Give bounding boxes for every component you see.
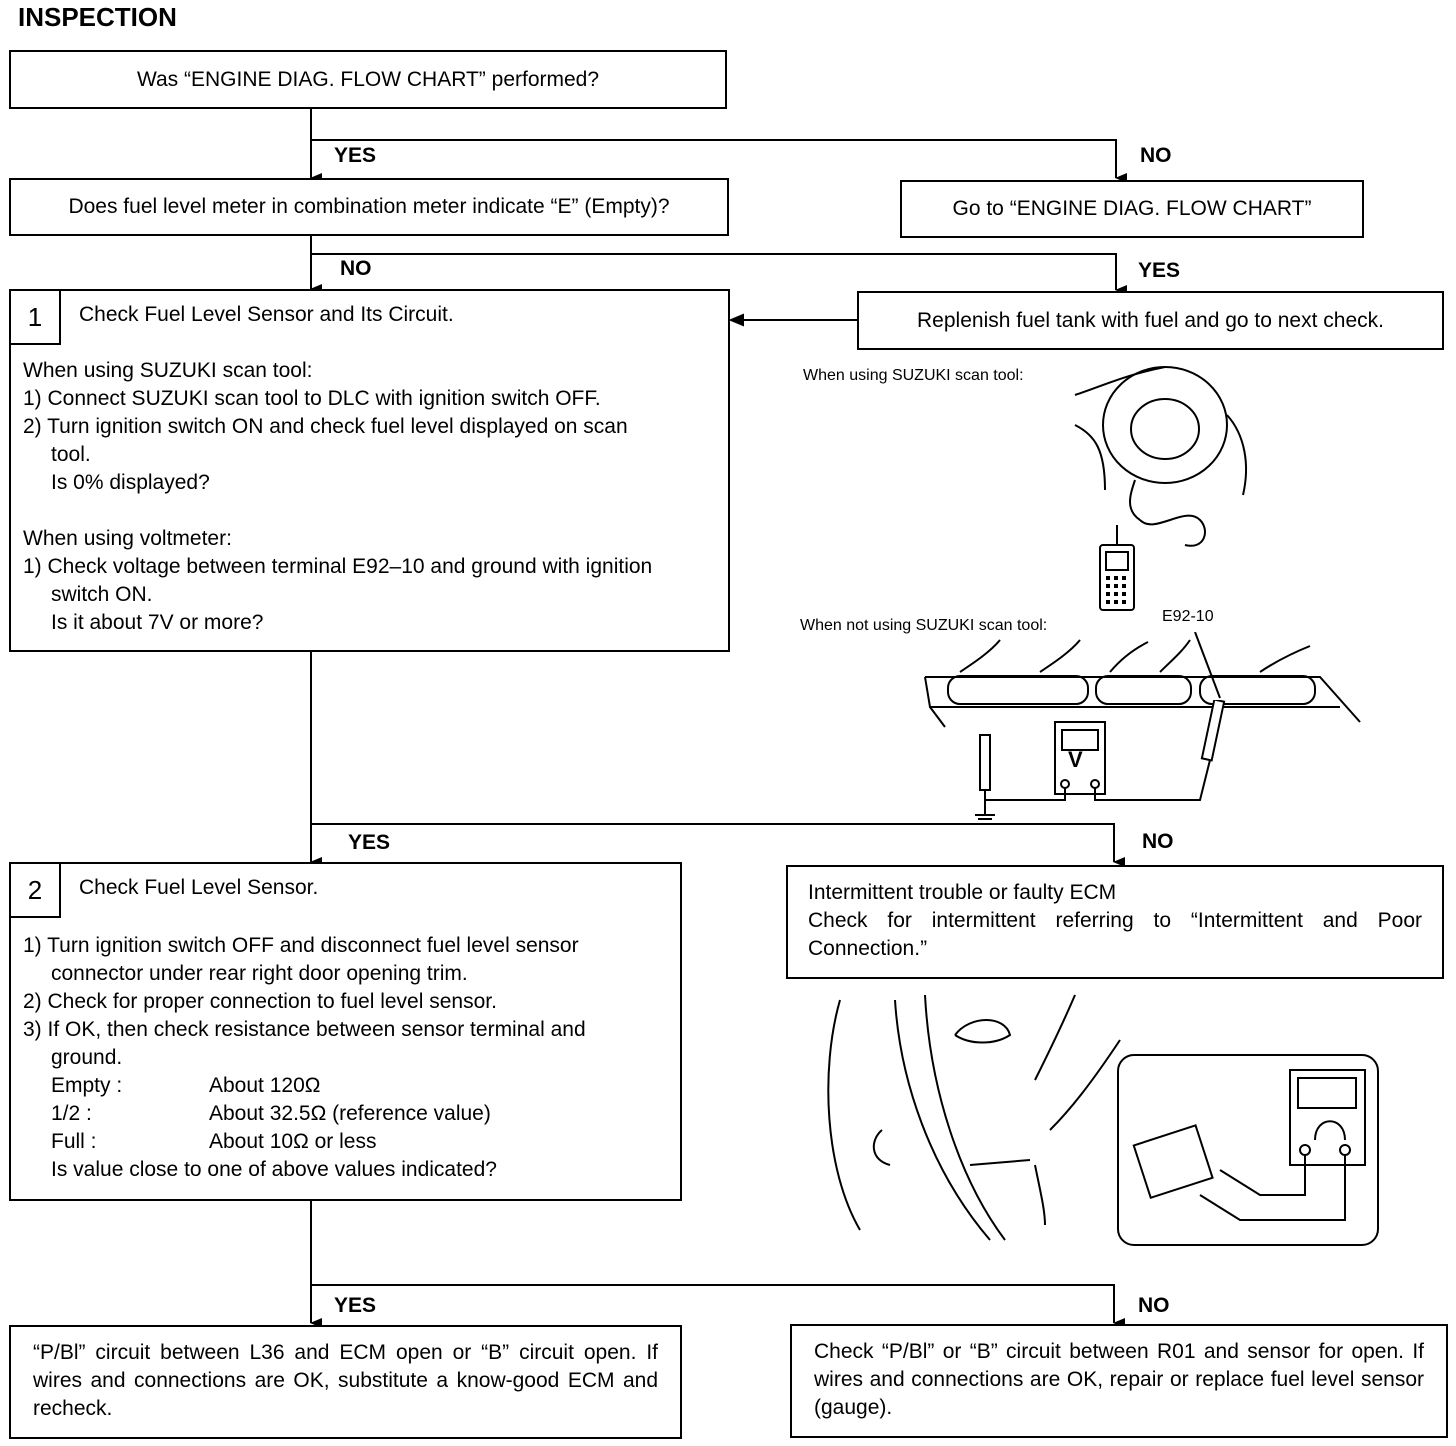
result-no-box: Check “P/Bl” or “B” circuit between R01 …: [790, 1324, 1448, 1438]
instruction-line: Is it about 7V or more?: [51, 611, 264, 634]
instruction-line: switch ON.: [51, 583, 153, 606]
resistance-value: About 120Ω: [209, 1074, 321, 1097]
yes-label: YES: [1138, 259, 1181, 282]
resistance-label: Empty :: [51, 1074, 123, 1097]
scan-tool-icon: [1099, 525, 1135, 611]
instruction-line: 2) Check for proper connection to fuel l…: [23, 990, 497, 1013]
intermittent-box: Intermittent trouble or faulty ECM Check…: [786, 865, 1444, 979]
step-2-instructions: 1) Turn ignition switch OFF and disconne…: [23, 932, 670, 1184]
replenish-box: Replenish fuel tank with fuel and go to …: [857, 291, 1444, 350]
step-2-box: 2 Check Fuel Level Sensor. 1) Turn ignit…: [9, 862, 682, 1201]
instruction-line: connector under rear right door opening …: [51, 962, 468, 985]
step-title: Check Fuel Level Sensor and Its Circuit.: [79, 303, 454, 326]
sensor-connector-illustration: [827, 994, 1379, 1246]
voltmeter-icon: [975, 700, 1226, 820]
question-text: Does fuel level meter in combination met…: [68, 195, 670, 218]
replenish-text: Replenish fuel tank with fuel and go to …: [917, 308, 1384, 332]
yes-label: YES: [348, 831, 391, 854]
question-box-fuel-meter: Does fuel level meter in combination met…: [9, 178, 729, 236]
yes-label: YES: [334, 1294, 377, 1317]
page-title: INSPECTION: [18, 2, 177, 32]
resistance-label: 1/2 :: [51, 1102, 92, 1125]
go-to-diag-text: Go to “ENGINE DIAG. FLOW CHART”: [952, 197, 1312, 220]
result-yes-text: “P/Bl” circuit between L36 and ECM open …: [33, 1341, 658, 1420]
instruction-line: 1) Turn ignition switch OFF and disconne…: [23, 934, 579, 957]
step-title: Check Fuel Level Sensor.: [79, 876, 319, 899]
instruction-line: 3) If OK, then check resistance between …: [23, 1018, 586, 1041]
instruction-line: 2) Turn ignition switch ON and check fue…: [23, 415, 628, 438]
resistance-label: Full :: [51, 1130, 97, 1153]
resistance-row: 1/2 : About 32.5Ω (reference value): [23, 1100, 670, 1128]
no-label: NO: [1140, 144, 1172, 167]
instruction-line: Is 0% displayed?: [51, 471, 210, 494]
go-to-diag-box: Go to “ENGINE DIAG. FLOW CHART”: [900, 180, 1364, 238]
resistance-row: Empty : About 120Ω: [23, 1072, 670, 1100]
resistance-value: About 10Ω or less: [209, 1130, 377, 1153]
no-scan-tool-caption: When not using SUZUKI scan tool:: [800, 617, 1048, 634]
intermittent-title: Intermittent trouble or faulty ECM: [808, 881, 1117, 904]
step-1-instructions: When using SUZUKI scan tool: 1) Connect …: [23, 357, 718, 637]
ecm-connector-illustration: [924, 632, 1361, 728]
resistance-row: Full : About 10Ω or less: [23, 1128, 670, 1156]
instruction-line: 1) Connect SUZUKI scan tool to DLC with …: [23, 387, 601, 410]
intermittent-text: Check for intermittent referring to “Int…: [808, 909, 1422, 960]
no-label: NO: [1138, 1294, 1170, 1317]
instruction-line: ground.: [51, 1046, 123, 1069]
instruction-line: 1) Check voltage between terminal E92–10…: [23, 555, 653, 578]
no-label: NO: [340, 257, 372, 280]
scan-tool-caption: When using SUZUKI scan tool:: [803, 367, 1024, 384]
yes-label: YES: [334, 144, 377, 167]
step-number: 2: [11, 864, 61, 918]
instruction-line: When using voltmeter:: [23, 527, 232, 550]
step-1-box: 1 Check Fuel Level Sensor and Its Circui…: [9, 289, 730, 652]
resistance-value: About 32.5Ω (reference value): [209, 1102, 491, 1125]
instruction-line: When using SUZUKI scan tool:: [23, 359, 313, 382]
question-box-diag-performed: Was “ENGINE DIAG. FLOW CHART” performed?: [9, 50, 727, 109]
instruction-line: [23, 497, 718, 525]
instruction-line: Is value close to one of above values in…: [51, 1158, 497, 1181]
result-no-text: Check “P/Bl” or “B” circuit between R01 …: [814, 1340, 1424, 1419]
result-yes-box: “P/Bl” circuit between L36 and ECM open …: [9, 1325, 682, 1439]
steering-wheel-illustration: [1074, 366, 1248, 547]
no-label: NO: [1142, 830, 1174, 853]
terminal-label: E92-10: [1162, 608, 1214, 625]
voltmeter-label: V: [1068, 747, 1083, 772]
instruction-line: tool.: [51, 443, 91, 466]
step-number: 1: [11, 291, 61, 345]
question-text: Was “ENGINE DIAG. FLOW CHART” performed?: [136, 67, 600, 91]
